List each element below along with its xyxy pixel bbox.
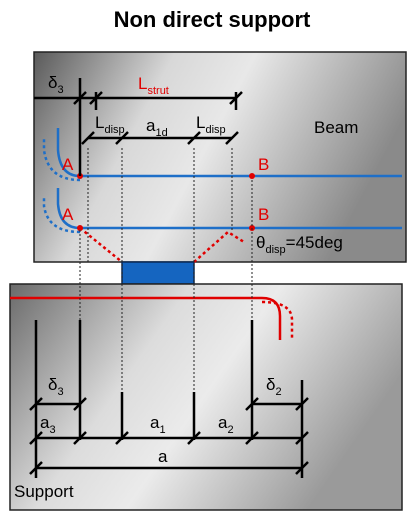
label-a1: a1 <box>150 413 166 436</box>
upper-rebar-hook <box>56 128 81 178</box>
point-b-upper <box>249 173 255 179</box>
beam-dimensions <box>34 78 243 176</box>
point-b-upper-label: B <box>258 155 269 174</box>
support-body <box>9 283 403 511</box>
support-dimensions <box>29 397 309 475</box>
tick-a-parts-end <box>295 431 309 445</box>
support-label: Support <box>14 482 74 501</box>
tick-a1-left <box>115 431 129 445</box>
diagram-title: Non direct support <box>114 7 311 32</box>
point-a-lower <box>77 225 83 231</box>
support-verticals <box>34 320 304 478</box>
support-rebar-dotted <box>261 300 294 340</box>
tick-a1-right <box>187 431 201 445</box>
points: A A B B <box>62 155 269 231</box>
tick-a-left <box>29 461 43 475</box>
tick-a-right <box>295 461 309 475</box>
tick-a1d-right <box>187 131 201 145</box>
label-delta2: δ2 <box>266 375 282 398</box>
tick-a3-left <box>29 431 43 445</box>
label-delta3-beam: δ3 <box>48 73 64 96</box>
bearing-pad <box>121 261 195 285</box>
label-theta-disp: θdisp=45deg <box>256 233 343 256</box>
beam-rebars <box>42 128 402 234</box>
tick-delta3-s-left <box>29 397 43 411</box>
tick-delta2-right <box>295 397 309 411</box>
point-a-upper-label: A <box>62 155 74 174</box>
beam-body <box>33 51 407 263</box>
tick-a2-right <box>245 431 259 445</box>
beam-label: Beam <box>314 118 358 137</box>
label-delta3-support: δ3 <box>48 375 64 398</box>
tick-delta2-left <box>245 397 259 411</box>
tick-delta3-s-right <box>73 397 87 411</box>
label-ldisp-left: Ldisp <box>95 113 125 136</box>
label-a1d: a1d <box>146 116 168 139</box>
tick-a1d-left <box>115 131 129 145</box>
label-lstrut: Lstrut <box>138 74 169 97</box>
label-a3: a3 <box>40 413 56 436</box>
tick-ldisp-right <box>225 131 239 145</box>
support-rebar <box>10 296 294 340</box>
point-b-lower-label: B <box>258 205 269 224</box>
label-ldisp-right: Ldisp <box>196 113 226 136</box>
tick-ldisp-left <box>81 131 95 145</box>
label-a-total: a <box>158 447 168 466</box>
lower-rebar-hook-dotted <box>42 196 81 234</box>
projection-lines <box>79 148 253 392</box>
label-a2: a2 <box>218 413 234 436</box>
tick-a3-right <box>73 431 87 445</box>
point-a-lower-label: A <box>62 205 74 224</box>
lower-rebar-hook <box>56 188 81 230</box>
